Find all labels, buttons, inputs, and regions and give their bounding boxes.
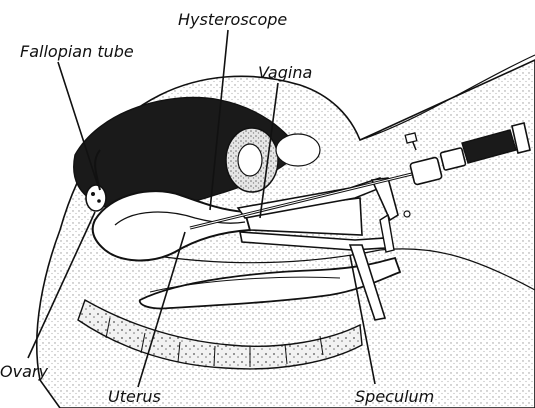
label-speculum: Speculum: [355, 387, 434, 406]
label-hysteroscope: Hysteroscope: [178, 10, 287, 29]
label-fallopian-tube: Fallopian tube: [20, 42, 134, 61]
label-uterus: Uterus: [108, 387, 161, 406]
ovary: [86, 185, 106, 211]
label-ovary: Ovary: [0, 362, 48, 381]
label-vagina: Vagina: [258, 63, 312, 82]
